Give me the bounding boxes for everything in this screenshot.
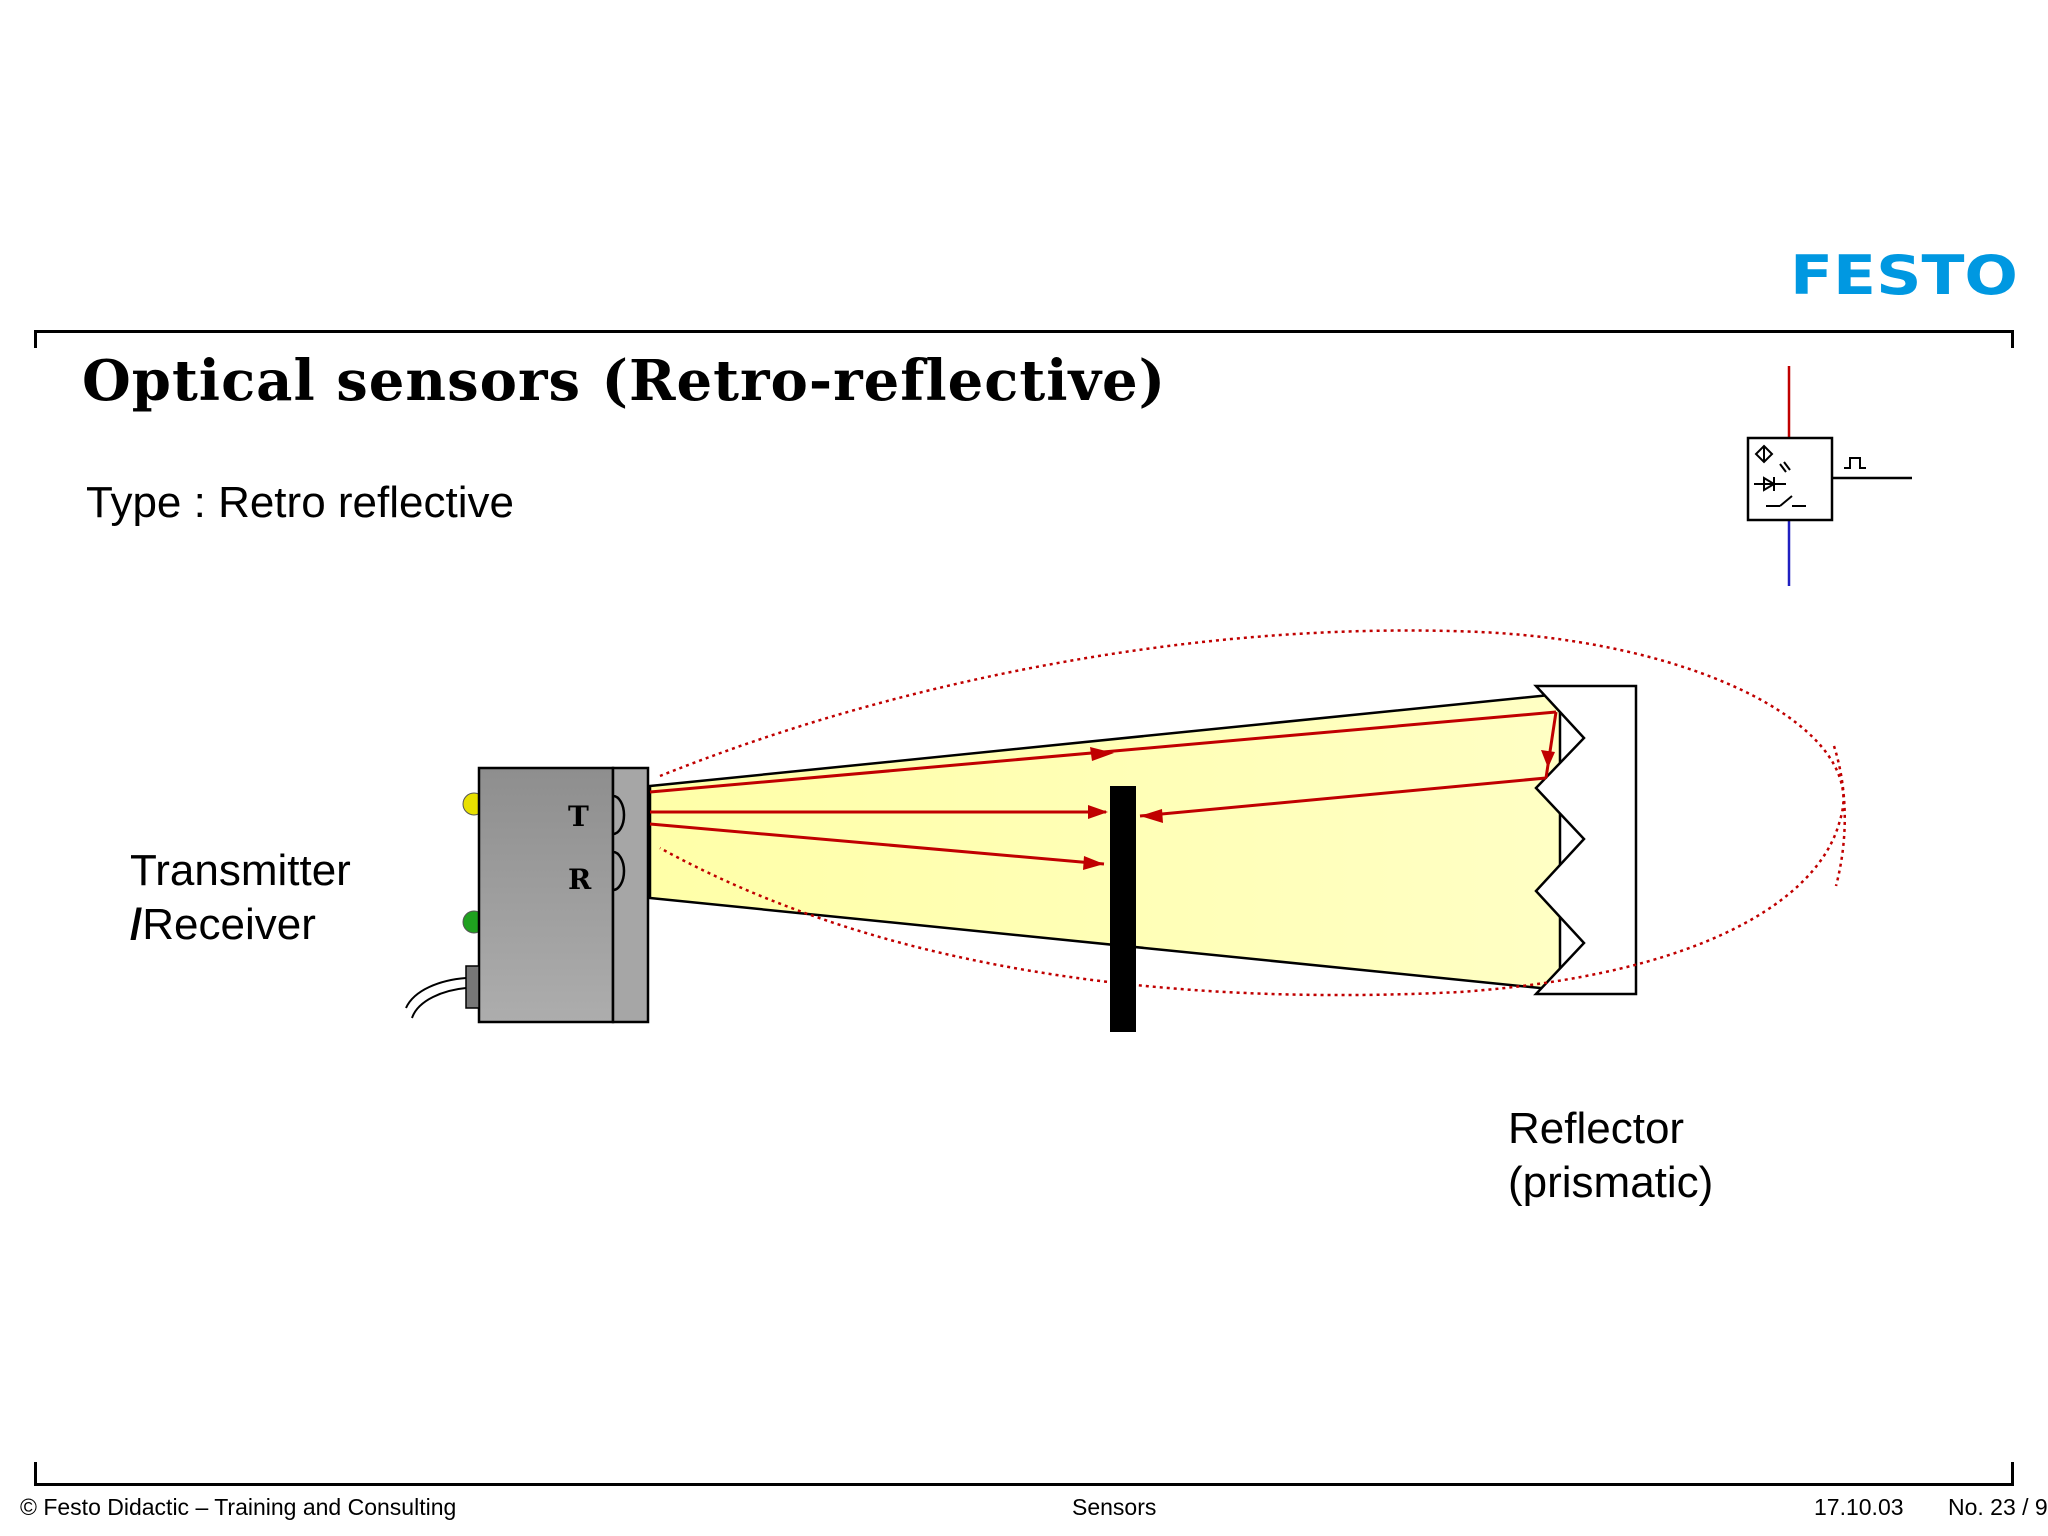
sensor-body (477, 766, 615, 1024)
photodiode-icon (1754, 461, 1791, 492)
transmitter-label-line2: /Receiver (130, 898, 351, 952)
receiver-mark: R (568, 863, 592, 896)
footer-topic: Sensors (1072, 1494, 1157, 1520)
cable-connector (465, 965, 480, 1009)
reflector-label-line2: (prismatic) (1508, 1158, 1714, 1207)
receiver-lens (612, 850, 626, 892)
footer-date: 17.10.03 (1814, 1494, 1904, 1520)
footer-page-number: No. 23 / 9 (1948, 1494, 2048, 1520)
transmitter-receiver-label: Transmitter /Receiver (130, 844, 351, 952)
slide-title: Optical sensors (Retro-reflective) (82, 348, 1167, 414)
ray-upper-arrowhead (1090, 747, 1114, 761)
sensor-housing: T R (405, 766, 650, 1024)
festo-logo: FESTO (1790, 246, 2018, 302)
transmitter-lens (612, 794, 626, 836)
receiver-label-text: Receiver (142, 900, 316, 949)
transmitter-mark: T (568, 800, 589, 833)
light-beam-cone (648, 692, 1562, 992)
slide-subtitle: Type : Retro reflective (86, 478, 514, 527)
slide-frame-top (34, 330, 2014, 348)
footer-copyright: © Festo Didactic – Training and Consulti… (20, 1494, 457, 1520)
prismatic-reflector (1533, 684, 1638, 996)
detection-range-edge (1832, 745, 1846, 887)
symbol-box (1746, 436, 1834, 522)
switch-contact-icon (1766, 495, 1806, 507)
optical-diamond-icon (1754, 444, 1774, 464)
sensor-lens-panel (611, 766, 650, 1024)
interrupting-object (1110, 786, 1136, 1032)
ray-reflection-arrowhead (1541, 750, 1555, 768)
optical-sensor-schematic-symbol (1746, 366, 1912, 586)
emitted-rays (649, 710, 1558, 870)
cable-wire-1 (405, 977, 467, 1009)
pulse-icon (1844, 457, 1866, 469)
ray-lower-arrowhead (1083, 856, 1104, 870)
reflector-label: Reflector (prismatic) (1508, 1102, 1713, 1210)
transmitter-label-line1: Transmitter (130, 846, 351, 895)
festo-logo-text: FESTO (1790, 246, 2018, 302)
label-slash: / (130, 900, 143, 949)
cable-wire-2 (411, 987, 467, 1019)
ray-return-arrowhead (1140, 809, 1163, 823)
ray-return (1139, 776, 1547, 818)
slide-frame-bottom (34, 1462, 2014, 1486)
ray-middle-arrowhead (1088, 805, 1108, 819)
reflector-label-line1: Reflector (1508, 1104, 1685, 1153)
ray-lower (649, 822, 1105, 866)
